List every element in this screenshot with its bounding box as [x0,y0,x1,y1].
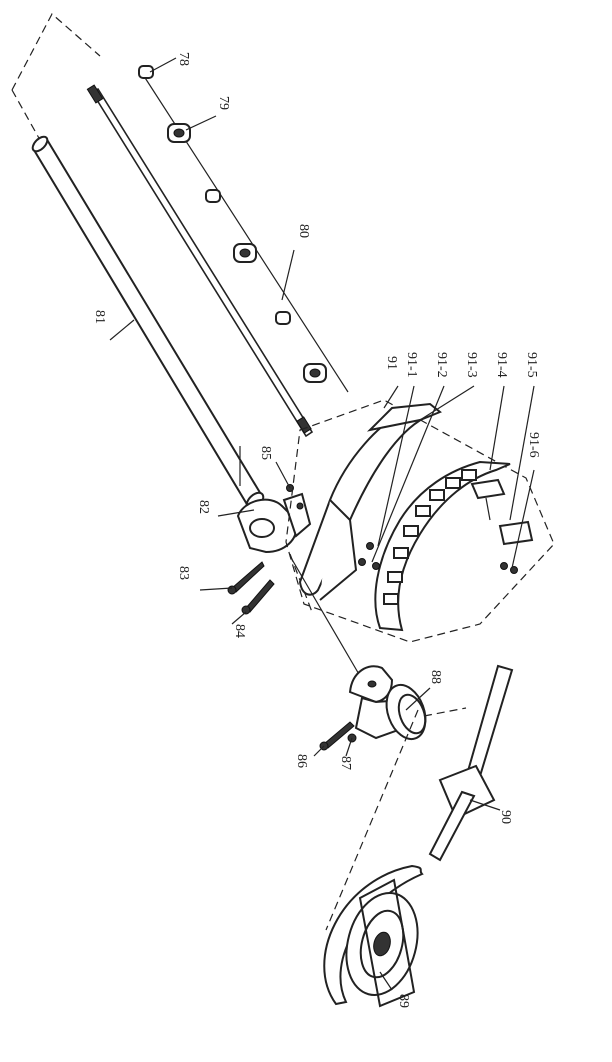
bushing-large-2 [233,243,257,263]
label-88: 88 [428,670,443,684]
trimmer-head [323,864,424,1008]
label-87: 87 [338,756,353,770]
dashed-assembly-line-top [11,13,101,91]
label-82: 82 [196,500,211,514]
guard-screw-2 [358,558,366,566]
label-83: 83 [176,566,191,580]
label-91: 91 [384,356,399,370]
label-91-1: 91-1 [404,352,419,378]
guard-screw-5 [510,566,518,574]
tube-clamp [236,492,312,554]
drive-shaft [86,84,314,438]
label-85: 85 [258,446,273,460]
label-84: 84 [232,624,247,638]
bushing-small-2 [205,189,221,203]
bushing-small-3 [275,311,291,325]
label-91-6: 91-6 [526,432,541,458]
clamp-screw-upper [227,561,265,595]
gearbox-link-line [289,555,361,677]
bushing-small-1 [138,65,154,79]
gearbox-to-blade-line [423,707,467,717]
guard-screw-4 [500,562,508,570]
trimmer-head-axis [325,709,419,931]
label-89: 89 [396,994,411,1008]
guard-assembly-outline [285,399,555,643]
bushing-large-3 [303,363,327,383]
gearbox [348,665,427,741]
cutting-blade [428,664,514,862]
label-91-5: 91-5 [524,352,539,378]
guard-bracket [470,478,534,546]
label-91-4: 91-4 [494,352,509,378]
label-86: 86 [294,754,309,768]
bushing-large-1 [167,123,191,143]
label-91-2: 91-2 [434,352,449,378]
guard-comb-plate [374,460,511,632]
label-90: 90 [498,810,513,824]
guard-screw-1 [366,542,374,550]
label-80: 80 [296,224,311,238]
outer-tube [31,135,265,511]
dashed-assembly-line-left [11,89,41,141]
label-78: 78 [176,52,191,66]
label-79: 79 [216,96,231,110]
clamp-screw-lower [241,579,275,615]
guard-screw-3 [372,562,380,570]
label-81: 81 [92,310,107,324]
label-91-3: 91-3 [464,352,479,378]
